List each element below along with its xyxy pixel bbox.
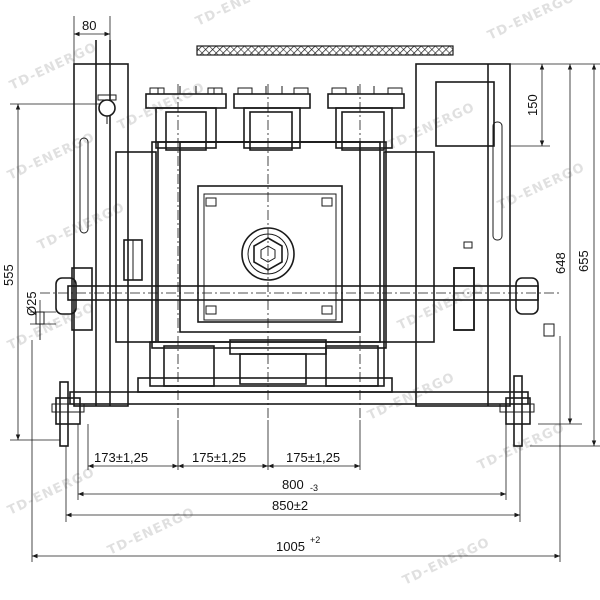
dimension-label-diameter-25: Ø25	[24, 291, 39, 316]
main-housing	[151, 141, 387, 349]
grounding-strip	[196, 45, 454, 56]
watermark-text: TD-ENERGO	[7, 40, 99, 94]
dimension-label-555: 555	[1, 264, 16, 286]
watermark-text: TD-ENERGO	[495, 160, 587, 214]
watermark-text: TD-ENERGO	[193, 0, 285, 30]
drive-shaft	[35, 267, 555, 340]
watermark-text: TD-ENERGO	[5, 465, 97, 519]
dimension-label-pitch-173: 173±1,25	[94, 450, 148, 465]
left-frame	[73, 40, 157, 407]
watermark-text: TD-ENERGO	[105, 505, 197, 559]
dimension-label-1005: 1005	[276, 539, 305, 554]
dimension-label-150: 150	[525, 94, 540, 116]
dimension-label-648: 648	[553, 252, 568, 274]
watermark-text: TD-ENERGO	[35, 200, 127, 254]
dimension-label-pitch-175-b: 175±1,25	[286, 450, 340, 465]
dimension-label-80: 80	[82, 18, 96, 33]
dimension-tolerance-1005: +2	[310, 535, 320, 545]
centerlines	[40, 84, 560, 420]
dimension-lines	[10, 16, 600, 562]
watermark-text: TD-ENERGO	[400, 535, 492, 589]
dimension-tolerance-800: -3	[310, 483, 318, 493]
dimension-label-655: 655	[576, 250, 591, 272]
pole-columns	[145, 86, 405, 151]
base-assembly	[51, 339, 535, 447]
watermark-text: TD-ENERGO	[485, 0, 577, 44]
dimension-label-800: 800	[282, 477, 304, 492]
dimension-label-pitch-175-a: 175±1,25	[192, 450, 246, 465]
watermark-text: TD-ENERGO	[5, 300, 97, 354]
dimension-label-850: 850±2	[272, 498, 308, 513]
right-frame	[383, 63, 511, 407]
